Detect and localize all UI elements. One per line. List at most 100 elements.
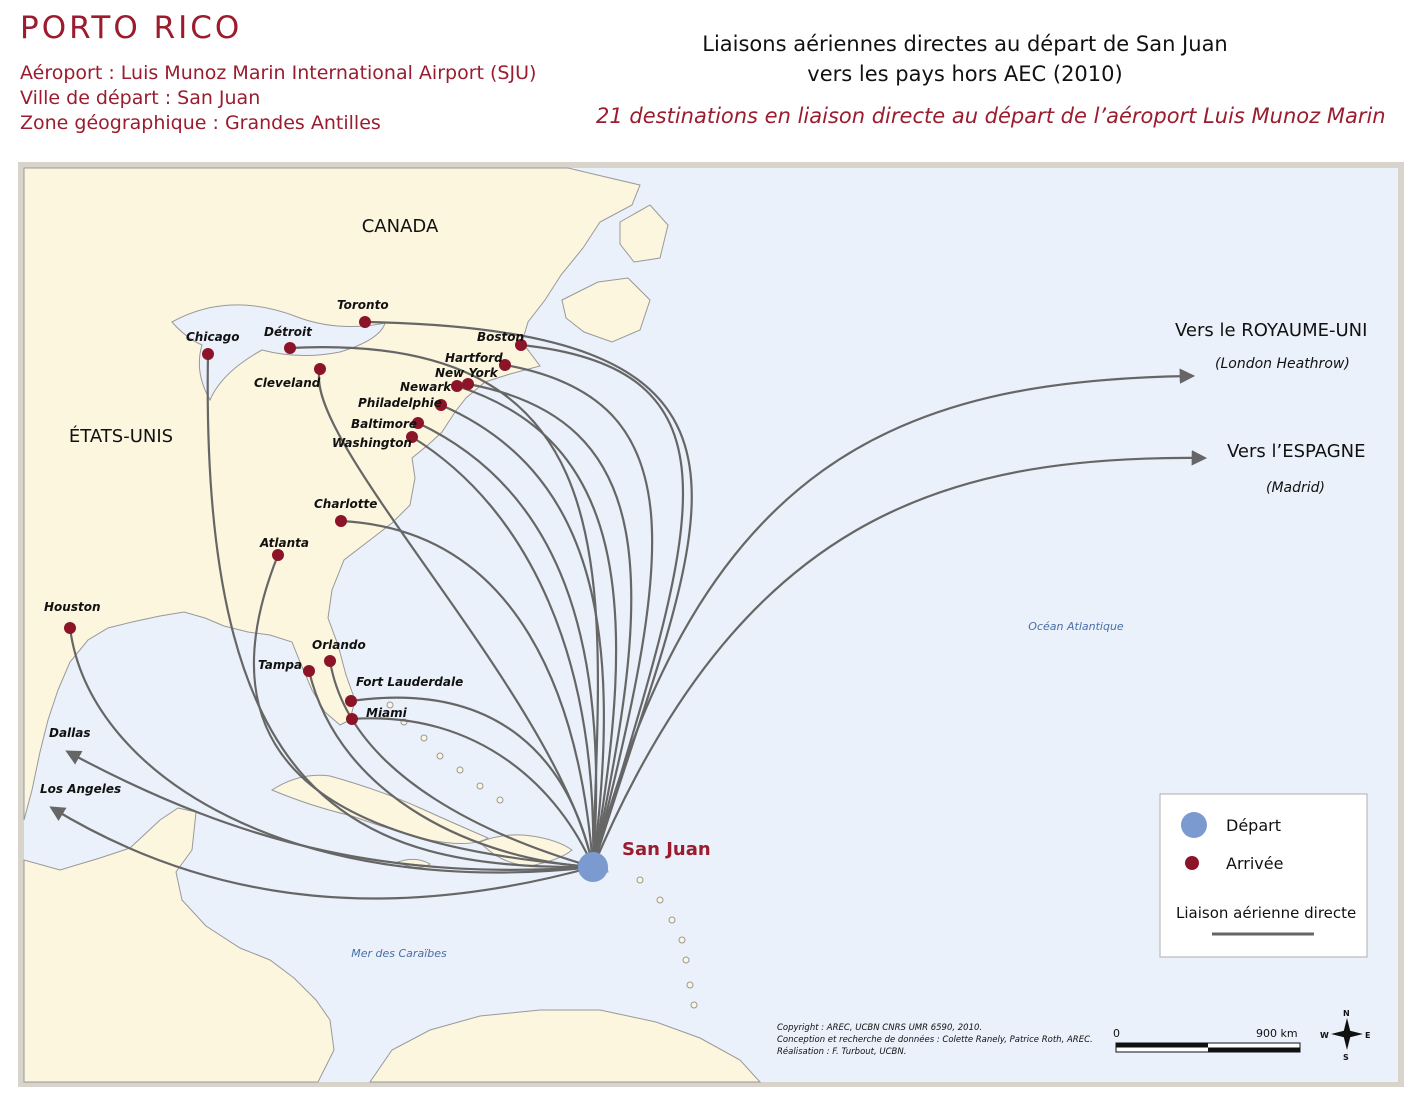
- zone-line: Zone géographique : Grandes Antilles: [20, 112, 381, 134]
- map-country-title: PORTO RICO: [20, 10, 243, 46]
- region-label-atlantic: Océan Atlantique: [1028, 620, 1124, 633]
- city-label-losangeles: Los Angeles: [40, 782, 121, 796]
- route-detroit: [289, 346, 600, 868]
- city-label-philadelphie: Philadelphie: [358, 396, 442, 410]
- city-point: [345, 695, 357, 707]
- legend-route-label: Liaison aérienne directe: [1176, 904, 1356, 922]
- route-houston: [68, 627, 594, 874]
- route-espagne: [591, 450, 1208, 868]
- route-royaume-uni: [591, 368, 1196, 868]
- city-point: [346, 713, 358, 725]
- city-label-miami: Miami: [366, 706, 408, 720]
- region-label-usa: ÉTATS-UNIS: [69, 425, 173, 447]
- route-charlotte: [340, 519, 595, 868]
- credit-line: Réalisation : F. Turbout, UCBN.: [777, 1046, 906, 1057]
- city-point: [272, 549, 284, 561]
- arrival-points: [64, 316, 527, 725]
- great-lakes: [171, 304, 386, 402]
- city-point: [64, 622, 76, 634]
- newfoundland-land: [619, 204, 669, 263]
- city-label-cleveland: Cleveland: [254, 376, 321, 390]
- region-label-caribbean: Mer des Caraïbes: [351, 947, 447, 960]
- city-label-houston: Houston: [44, 600, 101, 614]
- hispaniola-land: [479, 834, 573, 867]
- city-label-washington: Washington: [332, 436, 412, 450]
- compass-s: S: [1343, 1053, 1349, 1062]
- route-map: CANADA ÉTATS-UNIS Océan Atlantique Mer d…: [18, 162, 1404, 1087]
- legend-arrival-symbol: [1185, 856, 1199, 870]
- legend-arrival-label: Arrivée: [1226, 854, 1283, 873]
- city-point: [462, 378, 474, 390]
- city-point: [314, 363, 326, 375]
- city-point: [335, 515, 347, 527]
- legend-departure-symbol: [1181, 812, 1207, 838]
- scale-end-label: 900 km: [1256, 1027, 1298, 1040]
- credit-line: Conception et recherche de données : Col…: [777, 1034, 1093, 1045]
- route-washington: [411, 436, 595, 868]
- city-label-dallas: Dallas: [49, 726, 91, 740]
- credit-line: Copyright : AREC, UCBN CNRS UMR 6590, 20…: [777, 1023, 982, 1033]
- compass-n: N: [1343, 1009, 1350, 1018]
- airport-line: Aéroport : Luis Munoz Marin Internationa…: [20, 62, 537, 84]
- legend-box: [1159, 793, 1368, 958]
- city-label-newyork: New York: [435, 366, 499, 380]
- city-label-hartford: Hartford: [445, 351, 503, 365]
- city-point: [324, 655, 336, 667]
- credits: Copyright : AREC, UCBN CNRS UMR 6590, 20…: [777, 1023, 1093, 1057]
- city-point: [284, 342, 296, 354]
- map-title-line2: vers les pays hors AEC (2010): [807, 62, 1123, 86]
- map-title-line1: Liaisons aériennes directes au départ de…: [702, 32, 1228, 56]
- dest-label-espagne: Vers l’ESPAGNE: [1227, 441, 1366, 462]
- city-point: [515, 339, 527, 351]
- route-philadelphie: [440, 403, 605, 868]
- south-america-land: [369, 1009, 762, 1083]
- legend-departure-label: Départ: [1226, 816, 1281, 835]
- routes: [49, 320, 1208, 900]
- city-point: [303, 665, 315, 677]
- dest-label-royaume-uni: Vers le ROYAUME-UNI: [1175, 320, 1367, 341]
- city-point: [435, 399, 447, 411]
- city-label-baltimore: Baltimore: [351, 417, 417, 431]
- city-label-boston: Boston: [477, 330, 524, 344]
- city-label-charlotte: Charlotte: [314, 497, 377, 511]
- dest-sub-espagne: (Madrid): [1266, 480, 1325, 496]
- city-point: [202, 348, 214, 360]
- city-labels: Toronto Chicago Détroit Cleveland Boston…: [40, 298, 524, 796]
- central-america-land: [23, 807, 335, 1083]
- scale-bar: 0 900 km: [1113, 1027, 1301, 1053]
- compass-rose-icon: N S E W: [1320, 1009, 1370, 1062]
- atlantic-canada-land: [561, 277, 651, 343]
- compass-w: W: [1320, 1031, 1329, 1040]
- lesser-antilles: [636, 876, 698, 1009]
- city-label-orlando: Orlando: [312, 638, 366, 652]
- route-orlando: [328, 660, 594, 869]
- bahamas-islands: [386, 701, 504, 804]
- route-newyork: [467, 382, 633, 868]
- route-atlanta: [252, 554, 594, 869]
- city-label-fortlauderdale: Fort Lauderdale: [356, 675, 463, 689]
- origin-label: San Juan: [622, 839, 711, 860]
- city-point: [359, 316, 371, 328]
- route-tampa: [307, 670, 594, 869]
- city-point: [451, 380, 463, 392]
- city-point: [499, 359, 511, 371]
- city-label-toronto: Toronto: [337, 298, 389, 312]
- city-label-chicago: Chicago: [186, 330, 240, 344]
- route-miami: [351, 717, 595, 868]
- route-dallas: [65, 750, 594, 871]
- route-chicago: [206, 353, 594, 869]
- region-label-canada: CANADA: [362, 216, 439, 237]
- compass-e: E: [1365, 1031, 1370, 1040]
- map-subtitle: 21 destinations en liaison directe au dé…: [596, 104, 1386, 128]
- city-label-atlanta: Atlanta: [259, 536, 309, 550]
- city-point: [406, 431, 418, 443]
- route-fortlauderdale: [350, 696, 595, 868]
- city-label-newark: Newark: [400, 380, 452, 394]
- route-newark: [456, 384, 618, 868]
- scale-start-label: 0: [1113, 1027, 1120, 1040]
- city-point: [412, 417, 424, 429]
- departure-city-line: Ville de départ : San Juan: [20, 87, 261, 109]
- route-hartford: [504, 363, 654, 868]
- city-label-tampa: Tampa: [258, 658, 302, 672]
- dest-sub-royaume-uni: (London Heathrow): [1215, 356, 1350, 372]
